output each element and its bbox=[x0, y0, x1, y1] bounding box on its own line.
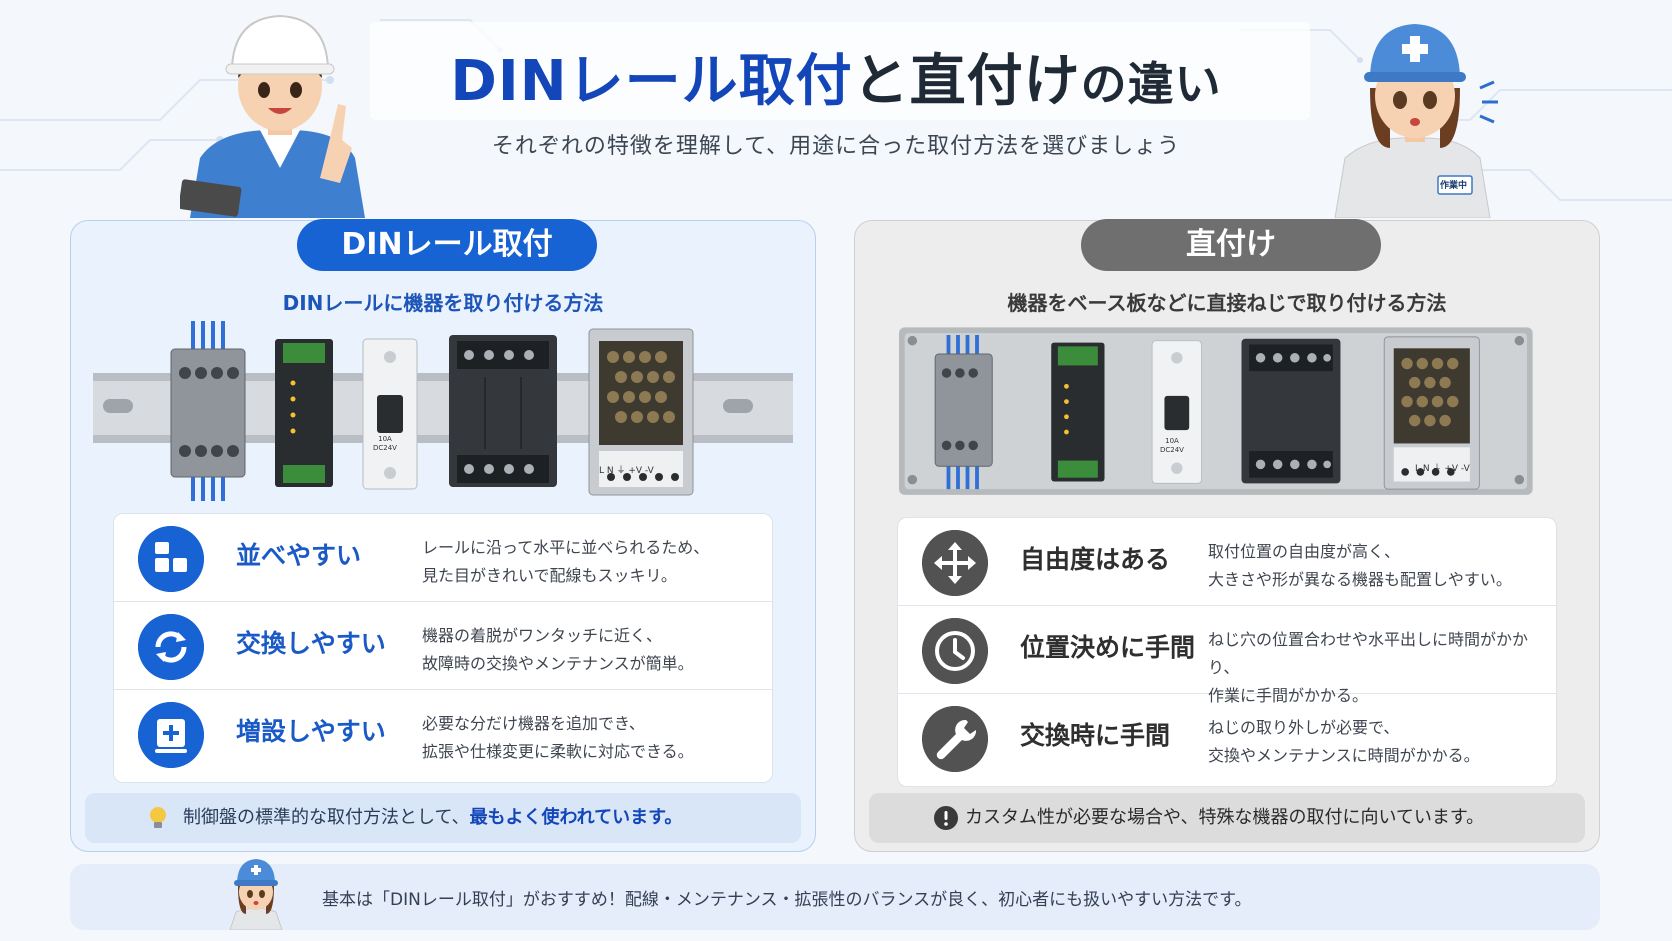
din-rail-label: DINレール取付 bbox=[297, 219, 597, 271]
direct-breaker-rating: 10A DC24V bbox=[1160, 437, 1184, 454]
direct-feature-list: 自由度はある 取付位置の自由度が高く、 大きさや形が異なる機器も配置しやすい。 … bbox=[897, 517, 1557, 787]
feature-text-line: ねじ穴の位置合わせや水平出しに時間がかかり、 bbox=[1208, 630, 1529, 677]
feature-title: 交換しやすい bbox=[236, 629, 386, 658]
feature-text-line: 作業に手間がかかる。 bbox=[1208, 686, 1369, 705]
clock-icon bbox=[922, 618, 988, 684]
wrench-icon bbox=[922, 706, 988, 772]
feature-text-line: 拡張や仕様変更に柔軟に対応できる。 bbox=[422, 742, 694, 761]
female-engineer-small-illustration bbox=[229, 859, 283, 930]
feature-title: 交換時に手間 bbox=[1020, 721, 1171, 750]
direct-mount-label: 直付け bbox=[1081, 219, 1381, 271]
feature-text: 取付位置の自由度が高く、 大きさや形が異なる機器も配置しやすい。 bbox=[1208, 538, 1512, 594]
feature-text-line: ねじの取り外しが必要で、 bbox=[1208, 718, 1400, 737]
lightbulb-icon bbox=[150, 807, 166, 828]
feature-easy-to-expand: 増設しやすい 必要な分だけ機器を追加でき、 拡張や仕様変更に柔軟に対応できる。 bbox=[114, 690, 772, 778]
title-box bbox=[370, 22, 1310, 120]
din-breaker-rating: 10A DC24V bbox=[373, 435, 397, 452]
male-engineer-illustration bbox=[180, 14, 365, 218]
feature-text: レールに沿って水平に並べられるため、 見た目がきれいで配線もスッキリ。 bbox=[422, 534, 709, 590]
direct-mount-panel: 直付け 機器をベース板などに直接ねじで取り付ける方法 bbox=[854, 219, 1600, 852]
din-note: 制御盤の標準的な取付方法として、最もよく使われています。 bbox=[85, 793, 801, 843]
feature-text-line: 必要な分だけ機器を追加でき、 bbox=[422, 714, 645, 733]
din-rail-devices-illustration bbox=[93, 321, 793, 501]
din-note-emphasis: 最もよく使われています。 bbox=[469, 807, 683, 828]
female-engineer-illustration bbox=[1334, 24, 1498, 218]
move-arrows-icon bbox=[922, 530, 988, 596]
feature-text-line: 機器の着脱がワンタッチに近く、 bbox=[422, 626, 663, 645]
feature-flexible: 自由度はある 取付位置の自由度が高く、 大きさや形が異なる機器も配置しやすい。 bbox=[898, 518, 1556, 606]
direct-note-text: カスタム性が必要な場合や、特殊な機器の取付に向いています。 bbox=[965, 807, 1485, 828]
feature-text: 機器の着脱がワンタッチに近く、 故障時の交換やメンテナンスが簡単。 bbox=[422, 622, 694, 678]
feature-replacement-effort: 交換時に手間 ねじの取り外しが必要で、 交換やメンテナンスに時間がかかる。 bbox=[898, 694, 1556, 782]
feature-title: 自由度はある bbox=[1020, 545, 1171, 574]
din-feature-list: 並べやすい レールに沿って水平に並べられるため、 見た目がきれいで配線もスッキリ… bbox=[113, 513, 773, 783]
feature-title: 増設しやすい bbox=[236, 717, 386, 746]
direct-psu-terminal-labels: L N ⏚ +V -V bbox=[1415, 464, 1470, 474]
feature-easy-to-align: 並べやすい レールに沿って水平に並べられるため、 見た目がきれいで配線もスッキリ… bbox=[114, 514, 772, 602]
feature-positioning-effort: 位置決めに手間 ねじ穴の位置合わせや水平出しに時間がかかり、 作業に手間がかかる… bbox=[898, 606, 1556, 705]
feature-title: 並べやすい bbox=[236, 541, 362, 570]
title-part-din: DINレール取付 bbox=[450, 49, 853, 114]
feature-text-line: 大きさや形が異なる機器も配置しやすい。 bbox=[1208, 570, 1512, 589]
title-part-direct: と直付け bbox=[852, 49, 1081, 114]
feature-text-line: 交換やメンテナンスに時間がかかる。 bbox=[1208, 746, 1480, 765]
footer-text: 基本は「DINレール取付」がおすすめ！配線・メンテナンス・拡張性のバランスが良く… bbox=[322, 890, 1252, 910]
footer-banner: 基本は「DINレール取付」がおすすめ！配線・メンテナンス・拡張性のバランスが良く… bbox=[70, 859, 1600, 930]
feature-text: ねじ穴の位置合わせや水平出しに時間がかかり、 作業に手間がかかる。 bbox=[1208, 626, 1556, 710]
add-box-icon bbox=[138, 702, 204, 768]
page-title: DINレール取付と直付けの違い bbox=[0, 36, 1672, 117]
din-note-text: 制御盤の標準的な取付方法として、 bbox=[183, 807, 470, 828]
direct-mount-description: 機器をベース板などに直接ねじで取り付ける方法 bbox=[1007, 291, 1447, 315]
feature-text-line: 見た目がきれいで配線もスッキリ。 bbox=[422, 566, 677, 585]
exclamation-icon bbox=[934, 806, 958, 830]
page-subtitle: それぞれの特徴を理解して、用途に合った取付方法を選びましょう bbox=[491, 134, 1181, 159]
title-part-difference: の違い bbox=[1080, 57, 1222, 111]
direct-mount-devices-illustration bbox=[899, 327, 1533, 495]
refresh-icon bbox=[138, 614, 204, 680]
din-rail-panel: DINレール取付 DINレールに機器を取り付ける方法 bbox=[70, 219, 816, 852]
feature-text-line: レールに沿って水平に並べられるため、 bbox=[422, 538, 710, 557]
feature-text: ねじの取り外しが必要で、 交換やメンテナンスに時間がかかる。 bbox=[1208, 714, 1480, 770]
din-rail-description: DINレールに機器を取り付ける方法 bbox=[282, 291, 604, 315]
feature-title: 位置決めに手間 bbox=[1020, 633, 1196, 662]
blocks-icon bbox=[138, 526, 204, 592]
din-psu-terminal-labels: L N ⏚ +V -V bbox=[599, 466, 654, 476]
direct-note: カスタム性が必要な場合や、特殊な機器の取付に向いています。 bbox=[869, 793, 1585, 843]
feature-easy-to-replace: 交換しやすい 機器の着脱がワンタッチに近く、 故障時の交換やメンテナンスが簡単。 bbox=[114, 602, 772, 690]
feature-text-line: 取付位置の自由度が高く、 bbox=[1208, 542, 1401, 561]
female-badge-text: 作業中 bbox=[1440, 181, 1468, 191]
feature-text-line: 故障時の交換やメンテナンスが簡単。 bbox=[422, 654, 694, 673]
feature-text: 必要な分だけ機器を追加でき、 拡張や仕様変更に柔軟に対応できる。 bbox=[422, 710, 694, 766]
